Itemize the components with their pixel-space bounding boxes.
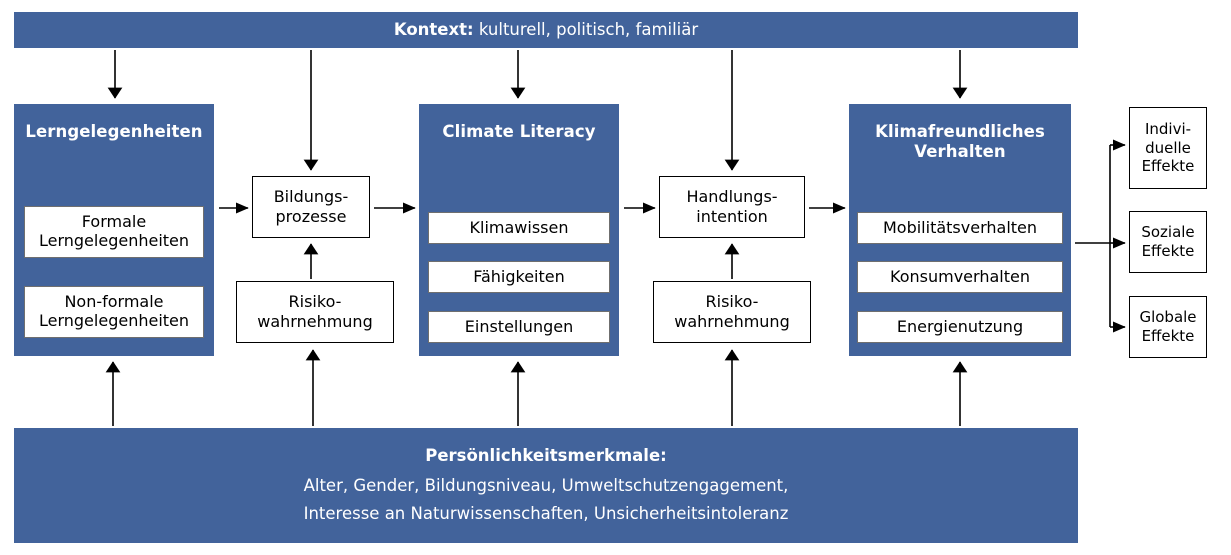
context-banner-value: kulturell, politisch, familiär [473,20,699,39]
box-bildungsprozesse: Bildungs- prozesse [252,176,370,238]
context-banner-text: Kontext: kulturell, politisch, familiär [14,20,1078,41]
personality-banner-line2: Interesse an Naturwissenschaften, Unsich… [303,504,789,523]
personality-banner: Persönlichkeitsmerkmale: Alter, Gender, … [14,428,1078,543]
chip-klimawissen: Klimawissen [428,212,610,244]
box-risikowahrnehmung-1: Risiko- wahrnehmung [236,281,394,343]
panel-lerngelegenheiten-title: Lerngelegenheiten [25,122,203,141]
context-banner-label: Kontext: [393,20,474,39]
box-soziale-effekte: Soziale Effekte [1129,211,1207,273]
chip-einstellungen: Einstellungen [428,311,610,343]
box-risikowahrnehmung-2: Risiko- wahrnehmung [653,281,811,343]
personality-banner-title: Persönlichkeitsmerkmale: [425,446,667,465]
panel-climate-literacy-title: Climate Literacy [442,122,596,141]
box-handlungsintention: Handlungs- intention [659,176,805,238]
personality-banner-line1: Alter, Gender, Bildungsniveau, Umweltsch… [303,476,789,495]
chip-formale-lerngelegenheiten: Formale Lerngelegenheiten [24,206,204,258]
chip-faehigkeiten: Fähigkeiten [428,261,610,293]
chip-mobilitaetsverhalten: Mobilitätsverhalten [857,212,1063,244]
box-globale-effekte: Globale Effekte [1129,296,1207,358]
box-individuelle-effekte: Indivi- duelle Effekte [1129,107,1207,189]
panel-klimafreundliches-verhalten-title: Klimafreundliches Verhalten [875,122,1045,162]
context-banner: Kontext: kulturell, politisch, familiär [14,12,1078,48]
chip-konsumverhalten: Konsumverhalten [857,261,1063,293]
chip-energienutzung: Energienutzung [857,311,1063,343]
chip-non-formale-lerngelegenheiten: Non-formale Lerngelegenheiten [24,286,204,338]
